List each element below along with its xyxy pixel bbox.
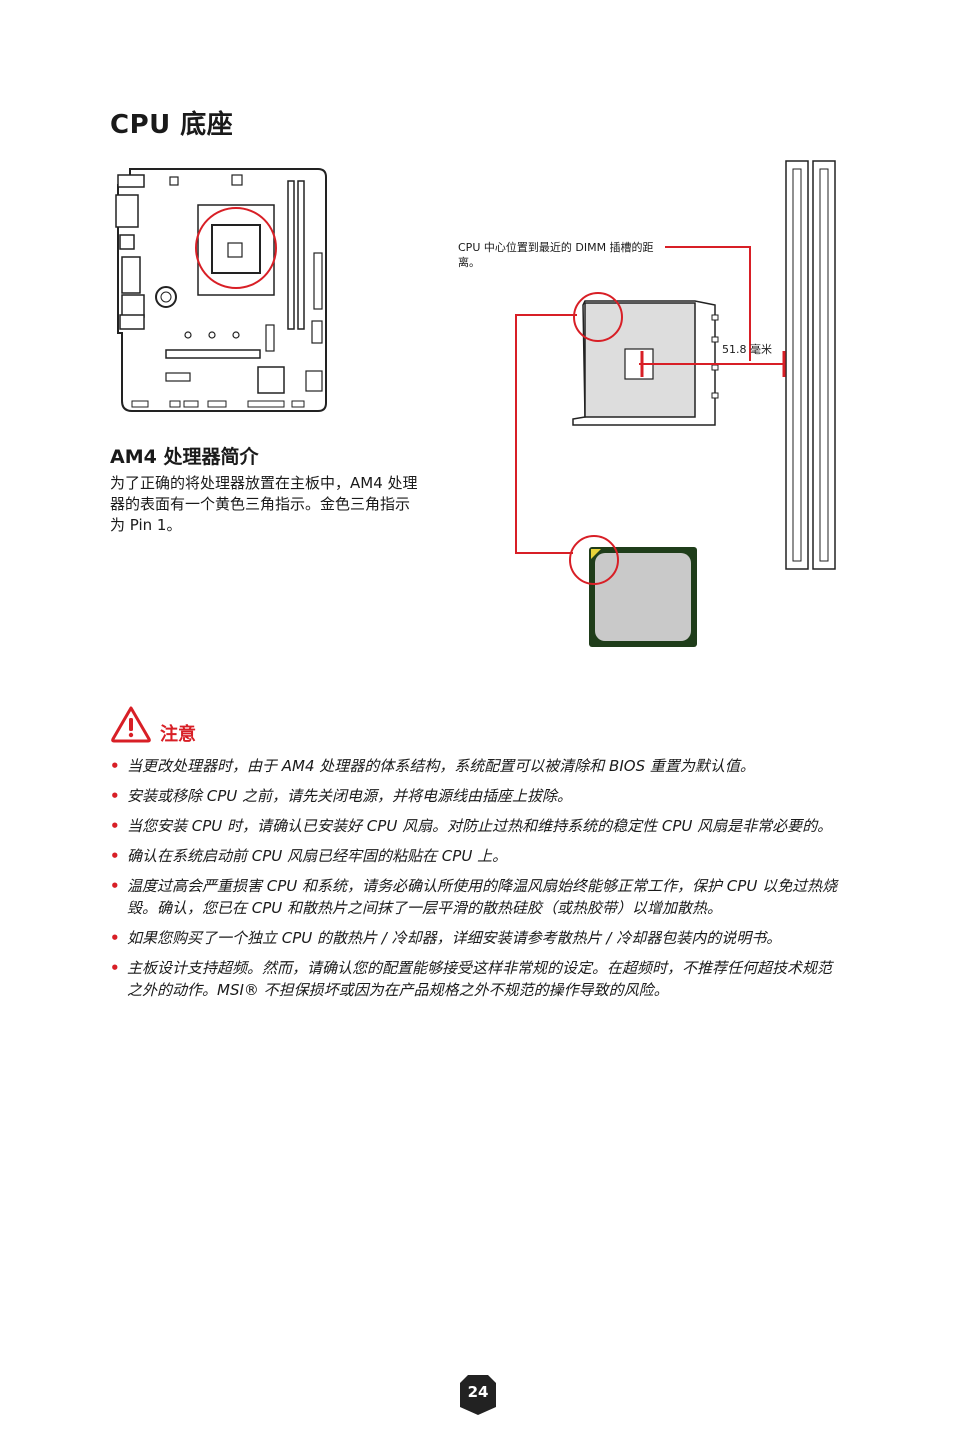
caution-item: •当您安装 CPU 时，请确认已安装好 CPU 风扇。对防止过热和维持系统的稳定… <box>110 817 833 835</box>
cpu-socket-diagram <box>515 160 836 647</box>
bullet: • <box>110 929 120 947</box>
caution-title: 注意 <box>160 724 196 745</box>
bullet: • <box>110 877 120 895</box>
section-heading: AM4 处理器简介 <box>110 446 259 468</box>
distance-value: 51.8 毫米 <box>722 343 772 356</box>
section-body: 为了正确的将处理器放置在主板中，AM4 处理器的表面有一个黄色三角指示。金色三角… <box>110 474 418 534</box>
caution-item: •温度过高会严重损害 CPU 和系统，请务必确认所使用的降温风扇始终能够正常工作… <box>110 877 838 917</box>
caution-item: •安装或移除 CPU 之前，请先关闭电源，并将电源线由插座上拔除。 <box>110 787 573 805</box>
caution-item: •当更改处理器时，由于 AM4 处理器的体系结构，系统配置可以被清除和 BIOS… <box>110 757 755 775</box>
motherboard-diagram <box>115 168 327 412</box>
page-number: 24 <box>467 1383 489 1401</box>
page-title: CPU 底座 <box>110 110 234 140</box>
caution-item: •主板设计支持超频。然而，请确认您的配置能够接受这样非常规的设定。在超频时，不推… <box>110 959 833 999</box>
distance-callout: CPU 中心位置到最近的 DIMM 插槽的距离。 <box>458 241 654 269</box>
bullet: • <box>110 787 120 805</box>
bullet: • <box>110 757 120 775</box>
bullet: • <box>110 817 120 835</box>
caution-item: •如果您购买了一个独立 CPU 的散热片 / 冷却器，详细安装请参考散热片 / … <box>110 929 782 947</box>
page-number-badge <box>460 1375 496 1415</box>
bullet: • <box>110 959 120 977</box>
bullet: • <box>110 847 120 865</box>
warning-icon <box>111 706 151 743</box>
caution-list: •当更改处理器时，由于 AM4 处理器的体系结构，系统配置可以被清除和 BIOS… <box>110 755 845 1009</box>
caution-item: •确认在系统启动前 CPU 风扇已经牢固的粘贴在 CPU 上。 <box>110 847 508 865</box>
